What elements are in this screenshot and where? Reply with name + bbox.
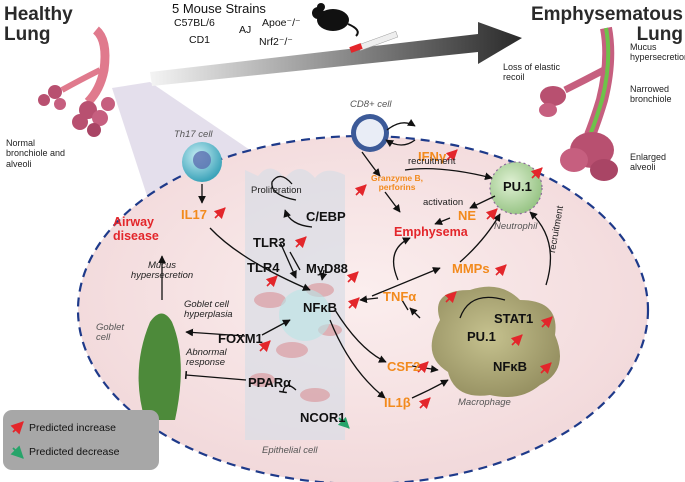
decrease-arrow: [337, 416, 350, 429]
legend-increase-label: Predicted increase: [29, 422, 116, 434]
node-tnfa: TNFα: [383, 289, 417, 304]
label-narrowed: Narrowed bronchiole: [630, 84, 672, 105]
legend-decrease-label: Predicted decrease: [29, 446, 120, 458]
edge-recruitment-top: recruitment: [408, 156, 456, 167]
node-nfkb-epithelial: NFκB: [303, 300, 337, 315]
label-enlarged: Enlarged alveoli: [630, 152, 667, 173]
strains-title: 5 Mouse Strains: [172, 1, 266, 16]
healthy-lung-illustration: [38, 26, 115, 137]
neutrophil-icon: [489, 161, 543, 215]
node-ifng: IFNγ: [418, 149, 447, 164]
progression-arrow: [150, 22, 522, 86]
node-airway-disease: Airway disease: [113, 215, 159, 243]
strain-cd1: CD1: [189, 34, 211, 46]
legend-glyphs: [10, 421, 24, 459]
macrophage-label: Macrophage: [458, 397, 511, 408]
healthy-lung-title: Healthy Lung: [4, 4, 73, 45]
nucleus: [279, 289, 331, 341]
strain-c57bl6: C57BL/6: [174, 17, 215, 29]
edge-activation: activation: [423, 197, 464, 208]
label-normal: Normal bronchiole and alveoli: [6, 138, 66, 169]
mouse-icon: [312, 3, 359, 37]
epithelial-cell-label: Epithelial cell: [262, 445, 318, 456]
node-il17: IL17: [181, 207, 208, 222]
node-ncor1: NCOR1: [300, 410, 346, 425]
strain-nrf2: Nrf2⁻/⁻: [259, 36, 293, 48]
node-nfkb-macrophage: NFκB: [493, 359, 527, 374]
legend-increase-arrow: [10, 421, 24, 435]
node-ppara: PPARα: [248, 375, 292, 390]
node-myd88: MyD88: [306, 261, 348, 276]
legend: Predicted increase Predicted decrease: [3, 410, 159, 470]
zoom-cone: [112, 82, 250, 205]
edge-abnormal: Abnormal response: [186, 347, 227, 368]
node-tlr3: TLR3: [253, 235, 286, 250]
node-pu1-macrophage: PU.1: [467, 329, 496, 344]
cd8-cell-label: CD8+ cell: [350, 99, 392, 110]
label-mucus-hyper: Mucus hypersecretion: [630, 42, 685, 63]
emphysema-lung-title: Emphysematous Lung: [530, 4, 683, 45]
goblet-cell-label: Goblet cell: [96, 322, 124, 343]
node-foxm1: FOXM1: [218, 331, 263, 346]
strain-aj: AJ: [239, 24, 252, 36]
cigarette-icon: [349, 31, 399, 53]
node-ne: NE: [458, 208, 477, 223]
node-emphysema: Emphysema: [394, 225, 468, 239]
emphysema-lung-illustration: [539, 26, 618, 181]
neutrophil-label: Neutrophil: [494, 221, 538, 232]
th17-cell-label: Th17 cell: [174, 129, 213, 140]
label-elastic: Loss of elastic recoil: [503, 62, 561, 83]
node-stat1: STAT1: [494, 311, 534, 326]
node-il1b: IL1β: [384, 395, 411, 410]
node-tlr4: TLR4: [247, 260, 280, 275]
edge-goblet-hyperplasia: Goblet cell hyperplasia: [184, 299, 233, 320]
edges: [158, 119, 552, 399]
strain-apoe: Apoe⁻/⁻: [262, 17, 301, 29]
macrophage-icon: [431, 286, 560, 398]
node-pu1-neutrophil: PU.1: [503, 179, 532, 194]
edge-proliferation: Proliferation: [251, 185, 302, 196]
node-cebp: C/EBP: [306, 209, 346, 224]
edge-mucus: Mucus hypersecretion: [130, 260, 194, 281]
node-csf2: CSF2: [387, 359, 421, 374]
node-granzyme: Granzyme B, perforins: [371, 173, 423, 192]
increase-arrows: [213, 149, 553, 410]
node-mmps: MMPs: [452, 261, 490, 276]
legend-decrease-arrow: [10, 445, 24, 459]
goblet-cell-icon: [138, 313, 181, 420]
